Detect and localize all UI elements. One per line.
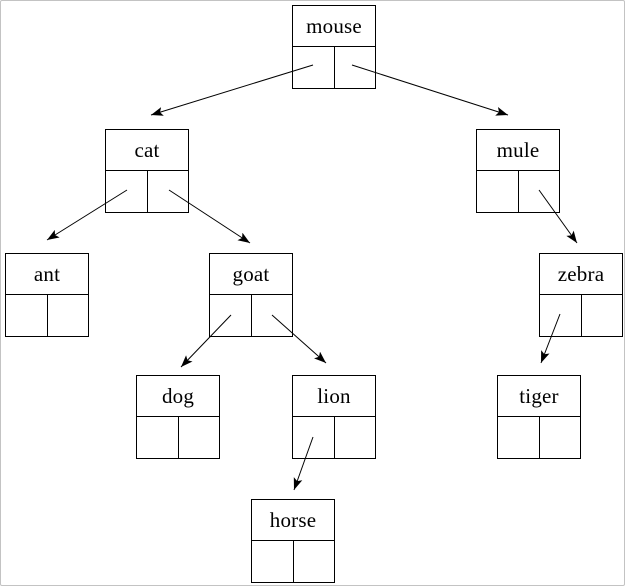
right-pointer-cell: [148, 171, 189, 212]
tree-node-cat: cat: [105, 129, 189, 213]
left-pointer-cell: [106, 171, 148, 212]
pointer-cells: [293, 417, 375, 458]
pointer-cells: [106, 171, 188, 212]
right-pointer-cell: [179, 417, 220, 458]
right-pointer-cell: [252, 295, 293, 336]
pointer-cells: [6, 295, 88, 336]
right-pointer-cell: [294, 541, 335, 582]
node-label: dog: [137, 376, 219, 417]
tree-node-mule: mule: [476, 129, 560, 213]
tree-node-goat: goat: [209, 253, 293, 337]
node-label: cat: [106, 130, 188, 171]
left-pointer-cell: [540, 295, 582, 336]
node-label: ant: [6, 254, 88, 295]
node-label: lion: [293, 376, 375, 417]
tree-node-lion: lion: [292, 375, 376, 459]
pointer-cells: [293, 47, 375, 88]
pointer-cells: [210, 295, 292, 336]
tree-node-mouse: mouse: [292, 5, 376, 89]
left-pointer-cell: [293, 417, 335, 458]
left-pointer-cell: [293, 47, 335, 88]
right-pointer-cell: [519, 171, 560, 212]
left-pointer-cell: [210, 295, 252, 336]
right-pointer-cell: [335, 417, 376, 458]
pointer-cells: [498, 417, 580, 458]
node-label: horse: [252, 500, 334, 541]
left-pointer-cell: [477, 171, 519, 212]
node-label: goat: [210, 254, 292, 295]
tree-node-zebra: zebra: [539, 253, 623, 337]
left-pointer-cell: [137, 417, 179, 458]
tree-node-horse: horse: [251, 499, 335, 583]
tree-node-tiger: tiger: [497, 375, 581, 459]
pointer-cells: [540, 295, 622, 336]
right-pointer-cell: [335, 47, 376, 88]
left-pointer-cell: [6, 295, 48, 336]
right-pointer-cell: [582, 295, 623, 336]
pointer-cells: [252, 541, 334, 582]
right-pointer-cell: [540, 417, 581, 458]
node-label: mouse: [293, 6, 375, 47]
left-pointer-cell: [498, 417, 540, 458]
tree-node-dog: dog: [136, 375, 220, 459]
right-pointer-cell: [48, 295, 89, 336]
node-label: mule: [477, 130, 559, 171]
tree-node-ant: ant: [5, 253, 89, 337]
node-label: zebra: [540, 254, 622, 295]
left-pointer-cell: [252, 541, 294, 582]
node-label: tiger: [498, 376, 580, 417]
pointer-cells: [477, 171, 559, 212]
pointer-cells: [137, 417, 219, 458]
